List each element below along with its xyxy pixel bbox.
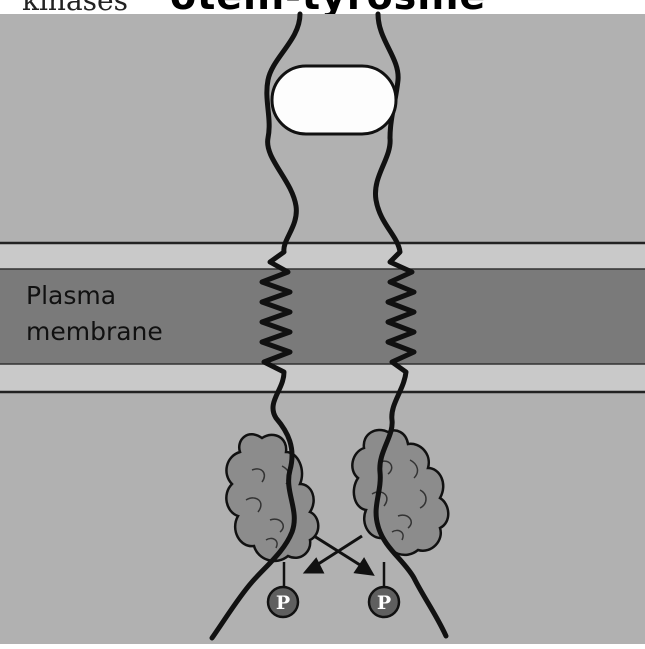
phosphate-label: P	[377, 592, 391, 614]
phosphate-label: P	[276, 592, 290, 614]
membrane-inner-leaflet	[0, 364, 645, 391]
cropped-caption: kinases otein-tyrosine	[0, 0, 645, 14]
phosphate-left: P	[268, 587, 298, 617]
phosphate-right: P	[369, 587, 399, 617]
ligand-oval	[272, 66, 396, 134]
membrane-label-line1: Plasma	[26, 278, 226, 314]
membrane-outer-leaflet	[0, 244, 645, 269]
membrane-label: Plasma membrane	[26, 278, 226, 350]
membrane-label-line2: membrane	[26, 314, 226, 350]
cropped-caption-left: kinases	[22, 0, 128, 14]
cropped-heading: otein-tyrosine	[170, 0, 486, 14]
